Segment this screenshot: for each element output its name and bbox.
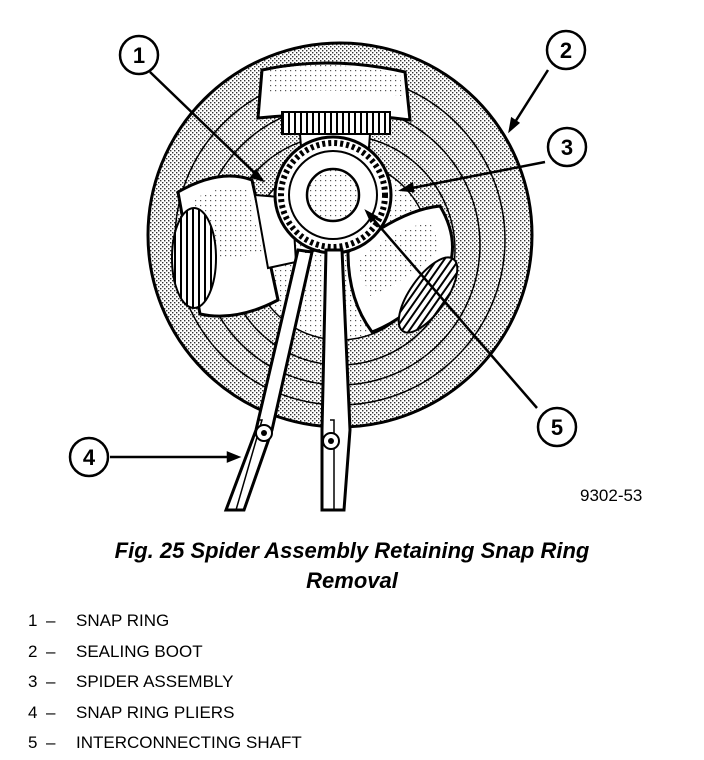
legend-dash: – xyxy=(46,733,56,752)
legend-item: 1– SNAP RING xyxy=(28,606,302,637)
callout-legend: 1–SNAP RING 2–SEALING BOOT 3–SPIDER ASSE… xyxy=(28,606,302,759)
interconnecting-shaft xyxy=(305,167,361,223)
legend-label: INTERCONNECTING SHAFT xyxy=(76,733,302,752)
legend-item: 4–SNAP RING PLIERS xyxy=(28,698,302,729)
figure-id-label: 9302-53 xyxy=(580,486,642,505)
legend-label: SEALING BOOT xyxy=(76,641,203,661)
callout-4: 4 xyxy=(68,436,110,478)
legend-label: SPIDER ASSEMBLY xyxy=(76,672,234,691)
figure-caption-line-1: Fig. 25 Spider Assembly Retaining Snap R… xyxy=(114,538,590,563)
snap-ring-pliers xyxy=(223,248,352,512)
legend-label: SNAP RING PLIERS xyxy=(76,702,235,722)
svg-text:4: 4 xyxy=(83,445,96,470)
legend-number: 4 xyxy=(28,702,38,722)
svg-text:2: 2 xyxy=(560,38,572,63)
callout-3: 3 xyxy=(546,126,588,168)
legend-number: 3 xyxy=(28,672,38,691)
callout-leaders xyxy=(110,69,550,463)
legend-item: 5– INTERCONNECTING SHAFT xyxy=(28,728,302,759)
legend-item: 3– SPIDER ASSEMBLY xyxy=(28,667,302,698)
svg-text:1: 1 xyxy=(133,43,145,68)
legend-dash: – xyxy=(46,611,56,630)
legend-item: 2–SEALING BOOT xyxy=(28,637,302,668)
svg-text:5: 5 xyxy=(551,415,563,440)
legend-dash: – xyxy=(46,702,56,722)
svg-text:3: 3 xyxy=(561,135,573,160)
legend-label: SNAP RING xyxy=(76,611,170,630)
figure-caption-line-2: Removal xyxy=(306,568,398,593)
legend-number: 2 xyxy=(28,641,38,661)
callout-1: 1 xyxy=(118,34,160,76)
callout-2: 2 xyxy=(545,29,587,71)
legend-dash: – xyxy=(46,672,56,691)
callout-5: 5 xyxy=(536,406,578,448)
legend-number: 1 xyxy=(28,611,38,630)
spider-assembly-illustration: 1 2 3 4 5 9302-53 xyxy=(68,29,642,512)
legend-dash: – xyxy=(46,641,56,661)
legend-number: 5 xyxy=(28,733,38,752)
